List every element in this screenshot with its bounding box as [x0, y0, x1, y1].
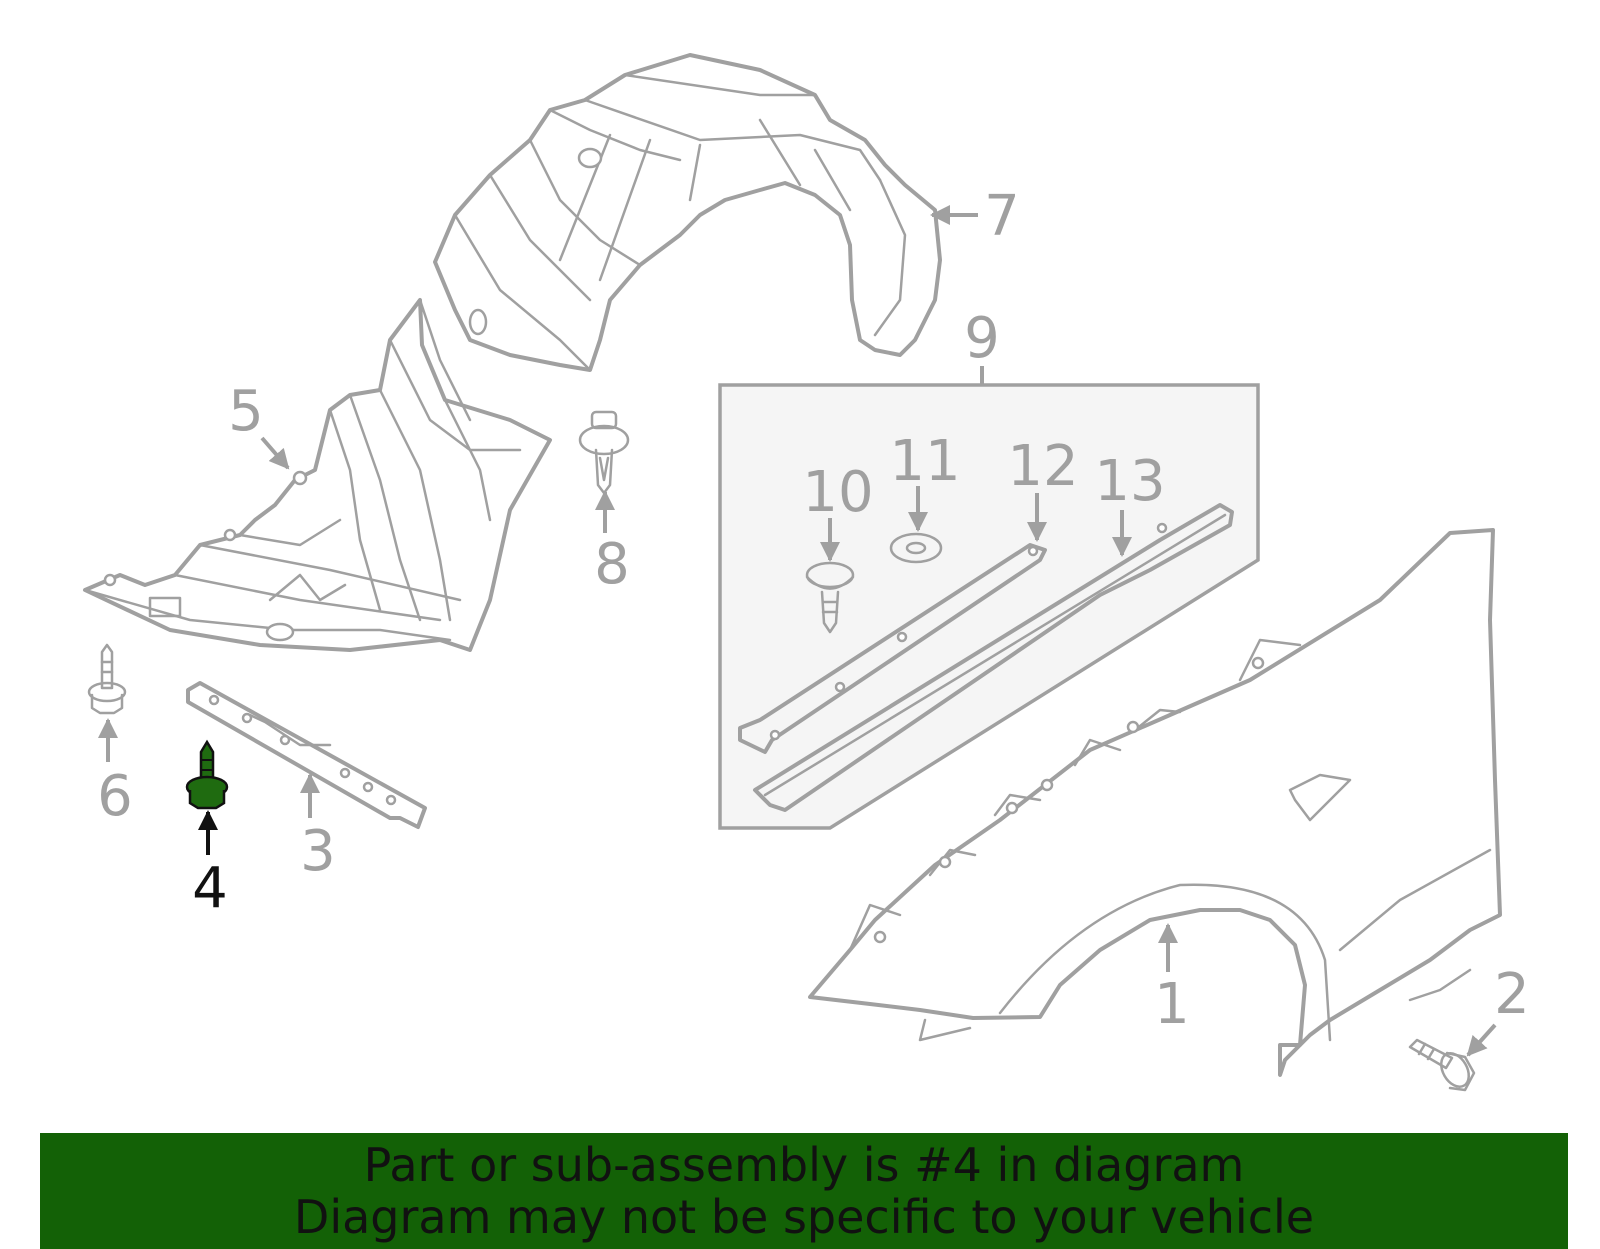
- callout-4: 4: [192, 810, 228, 921]
- splash-shield-part-5[interactable]: [83, 298, 552, 652]
- fender-liner-part-7[interactable]: [433, 53, 942, 372]
- callout-label-2: 2: [1494, 962, 1530, 1027]
- callout-3: 3: [300, 773, 336, 884]
- callout-label-13: 13: [1094, 449, 1165, 514]
- callout-label-1: 1: [1154, 972, 1190, 1037]
- callout-13: 13: [1094, 449, 1166, 557]
- callout-label-12: 12: [1007, 434, 1078, 499]
- bolt-part-2[interactable]: [1408, 1038, 1476, 1092]
- callout-8: 8: [594, 490, 630, 597]
- kit-box-part-9[interactable]: [718, 366, 1260, 830]
- bolt-part-6[interactable]: [87, 643, 127, 715]
- fender-part-1[interactable]: [808, 528, 1502, 1077]
- callout-6: 6: [97, 718, 133, 829]
- callout-label-8: 8: [594, 532, 630, 597]
- banner-line-part-number: Part or sub-assembly is #4 in diagram: [363, 1138, 1245, 1192]
- callout-9: 9: [964, 306, 1000, 371]
- callout-7: 7: [930, 184, 1020, 249]
- bolt-part-4-highlighted[interactable]: [185, 739, 229, 810]
- callout-label-7: 7: [984, 184, 1020, 249]
- callout-label-9: 9: [964, 306, 1000, 371]
- callout-label-10: 10: [802, 460, 873, 525]
- callout-11: 11: [889, 429, 961, 532]
- callout-12: 12: [1007, 434, 1079, 542]
- seal-strip-part-12[interactable]: [738, 543, 1047, 754]
- callout-2: 2: [1466, 962, 1530, 1057]
- callout-5: 5: [228, 379, 290, 470]
- banner-line-disclaimer: Diagram may not be specific to your vehi…: [293, 1190, 1315, 1244]
- callout-label-6: 6: [97, 764, 133, 829]
- callout-label-4: 4: [192, 856, 228, 921]
- callout-1: 1: [1154, 923, 1190, 1037]
- callout-label-11: 11: [889, 429, 960, 494]
- bracket-part-3[interactable]: [186, 681, 427, 829]
- callout-label-3: 3: [300, 819, 336, 884]
- callout-label-5: 5: [228, 379, 264, 444]
- screw-part-10[interactable]: [805, 561, 855, 634]
- info-banner: Part or sub-assembly is #4 in diagram Di…: [40, 1133, 1568, 1249]
- seal-strip-part-13[interactable]: [753, 503, 1234, 812]
- washer-part-11[interactable]: [889, 532, 943, 564]
- push-clip-part-8[interactable]: [578, 410, 630, 495]
- callout-10: 10: [802, 460, 874, 562]
